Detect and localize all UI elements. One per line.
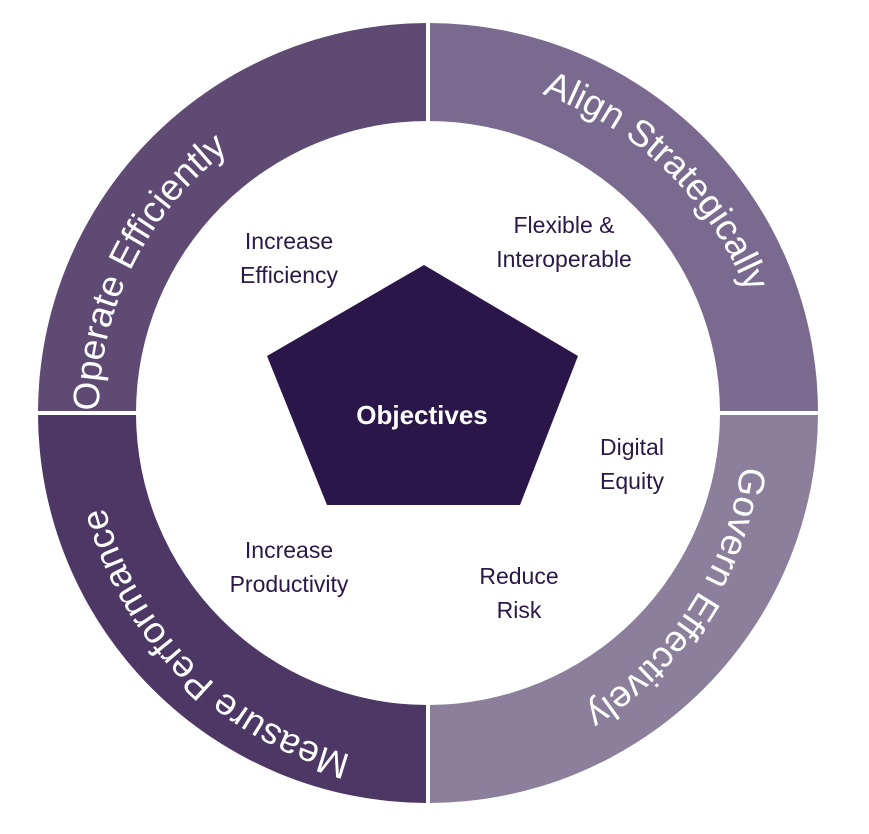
objective-line: Reduce bbox=[479, 563, 558, 589]
divider-vertical-top bbox=[426, 20, 430, 420]
objectives-center-label: Objectives bbox=[356, 400, 488, 430]
objectives-pentagon bbox=[267, 265, 578, 505]
objective-line: Equity bbox=[600, 468, 664, 494]
objective-line: Risk bbox=[497, 597, 542, 623]
objective-reduce-risk: Reduce Risk bbox=[479, 563, 558, 623]
objective-line: Increase bbox=[245, 228, 333, 254]
objective-line: Productivity bbox=[230, 571, 349, 597]
objective-increase-efficiency: Increase Efficiency bbox=[240, 228, 339, 288]
objective-line: Digital bbox=[600, 434, 664, 460]
objective-increase-productivity: Increase Productivity bbox=[230, 537, 349, 597]
objective-line: Flexible & bbox=[514, 212, 615, 238]
divider-vertical-bottom bbox=[426, 411, 430, 821]
objective-digital-equity: Digital Equity bbox=[600, 434, 664, 494]
objective-line: Increase bbox=[245, 537, 333, 563]
objective-flexible-interoperable: Flexible & Interoperable bbox=[496, 212, 632, 272]
objective-line: Efficiency bbox=[240, 262, 339, 288]
objective-line: Interoperable bbox=[496, 246, 632, 272]
